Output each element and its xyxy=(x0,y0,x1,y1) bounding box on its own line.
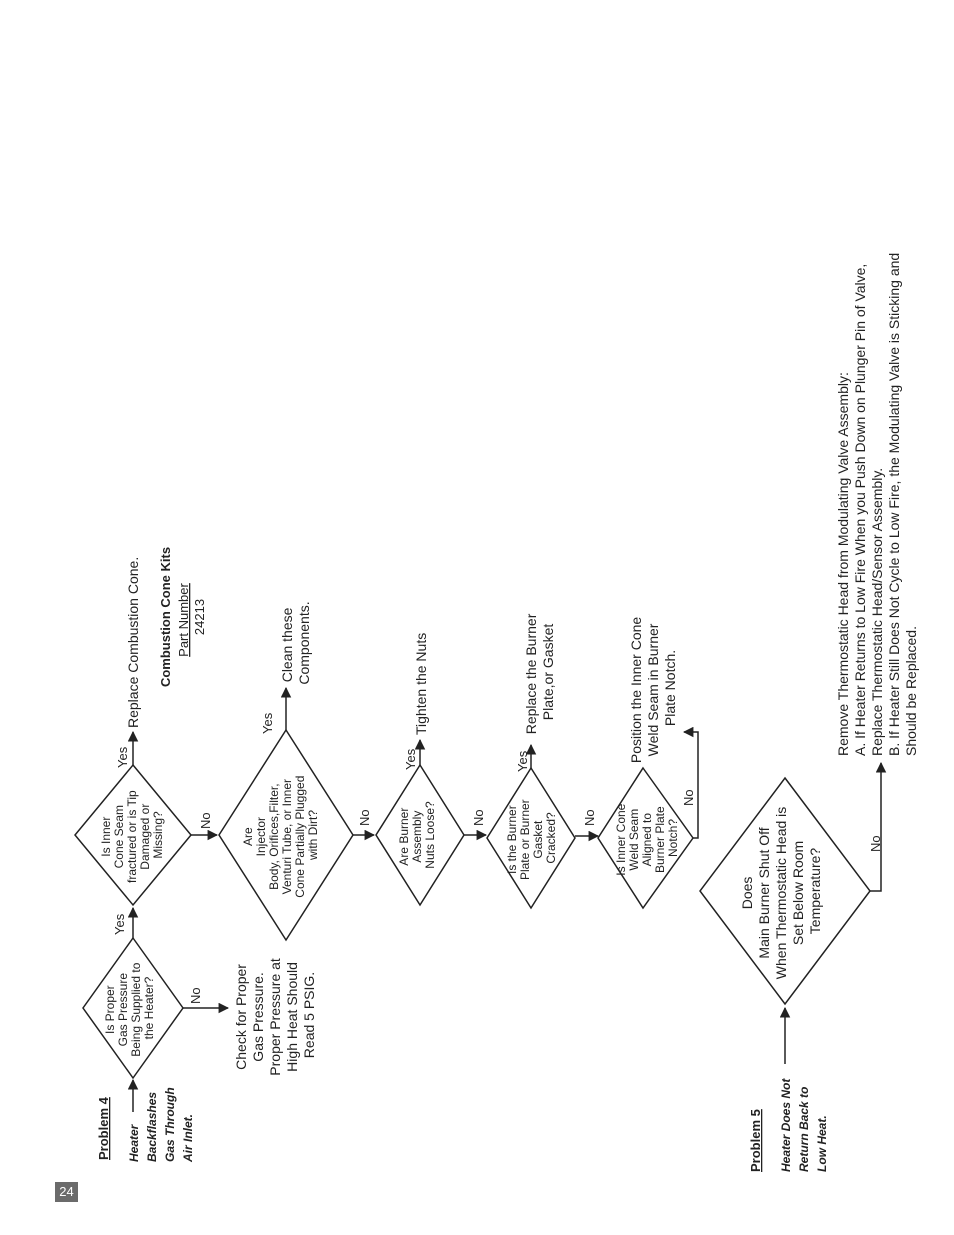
q2-yes-label: Yes xyxy=(115,746,130,768)
decision-weld-seam-aligned xyxy=(597,766,694,910)
q3-text: Are Injector Body, Orifices,Filter, Vent… xyxy=(241,772,320,897)
q5-no-label: No xyxy=(582,809,597,826)
q5-yes-action: Replace the Burner Plate,or Gasket xyxy=(523,610,556,735)
decision-plugged-components xyxy=(218,728,354,942)
kit-part-label: Part Number xyxy=(176,582,191,656)
connector-q6-no xyxy=(682,726,699,839)
p5-no-label: No xyxy=(868,835,883,852)
q2-no-label: No xyxy=(198,812,213,829)
q6-no-action: Position the Inner Cone Weld Seam in Bur… xyxy=(628,613,678,763)
q2-text: Is Inner Cone Seam fractured or is Tip D… xyxy=(99,787,165,883)
q5-text: Is the Burner Plate or Burner Gasket Cra… xyxy=(505,796,558,880)
decision-nuts-loose xyxy=(375,763,465,907)
q4-no-label: No xyxy=(471,809,486,826)
q1-no-action: Check for Proper Gas Pressure. Proper Pr… xyxy=(233,954,317,1075)
p5-action: Remove Thermostatic Head from Modulating… xyxy=(835,249,919,756)
decision-gas-pressure xyxy=(82,936,184,1080)
q4-yes-action: Tighten the Nuts xyxy=(413,633,429,735)
problem4-description: Heater Backflashes Gas Through Air Inlet… xyxy=(127,1084,195,1163)
p5-q1-text: Does Main Burner Shut Off When Thermosta… xyxy=(739,803,823,979)
decision-burner-shut-off xyxy=(699,776,871,1006)
q6-text: Is Inner Cone Weld Seam Aligned to Burne… xyxy=(614,800,680,875)
problem5-label: Problem 5 xyxy=(748,1109,763,1172)
q3-yes-action: Clean these Components. xyxy=(279,601,312,684)
connector-p5-no xyxy=(870,761,887,892)
kit-part-number: 24213 xyxy=(192,599,207,635)
q4-yes-label: Yes xyxy=(403,748,418,770)
q6-no-label: No xyxy=(681,789,696,806)
q3-yes-label: Yes xyxy=(260,712,275,734)
q3-no-label: No xyxy=(357,809,372,826)
q1-text: Is Proper Gas Pressure Being Supplied to… xyxy=(103,959,156,1056)
kit-title: Combustion Cone Kits xyxy=(158,547,173,687)
q4-text: Are Burner Assembly Nuts Loose? xyxy=(397,801,437,869)
q1-yes-label: Yes xyxy=(112,913,127,935)
decision-plate-cracked xyxy=(486,766,576,910)
page-number: 24 xyxy=(55,1182,78,1202)
q1-no-label: No xyxy=(188,987,203,1004)
problem4-label: Problem 4 xyxy=(96,1096,111,1160)
q2-yes-action: Replace Combustion Cone. xyxy=(125,557,141,728)
decision-inner-cone-seam xyxy=(74,763,192,907)
q5-yes-label: Yes xyxy=(515,750,530,772)
problem5-description: Heater Does Not Return Back to Low Heat. xyxy=(779,1075,829,1172)
